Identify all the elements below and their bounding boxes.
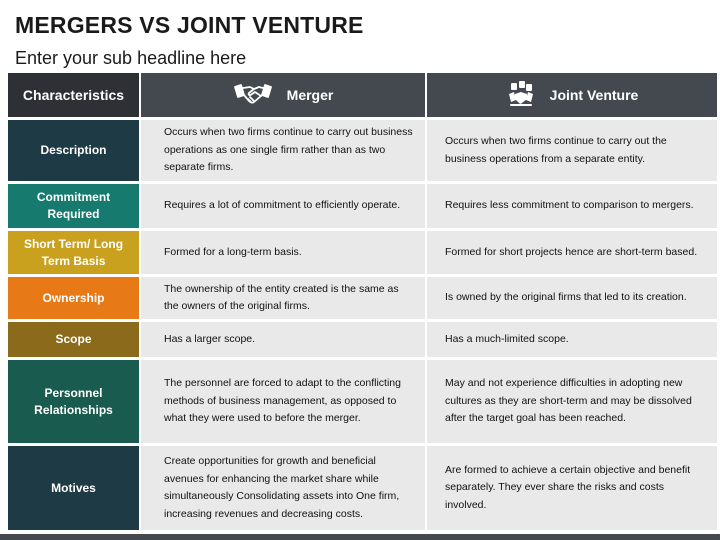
merger-cell-personnel: The personnel are forced to adapt to the… bbox=[141, 360, 425, 443]
merger-personnel-text: The personnel are forced to adapt to the… bbox=[164, 377, 401, 425]
merger-cell-commitment: Requires a lot of commitment to efficien… bbox=[141, 184, 425, 228]
footer-bar bbox=[0, 534, 720, 540]
header-joint-venture-label: Joint Venture bbox=[549, 87, 639, 103]
merger-cell-description: Occurs when two firms continue to carry … bbox=[141, 120, 425, 181]
merger-ownership-text: The ownership of the entity created is t… bbox=[164, 282, 399, 313]
jv-cell-scope: Has a much-limited scope. bbox=[427, 322, 717, 357]
jv-cell-commitment: Requires less commitment to comparison t… bbox=[427, 184, 717, 228]
jv-cell-description: Occurs when two firms continue to carry … bbox=[427, 120, 717, 181]
row-label-term-basis: Short Term/ Long Term Basis bbox=[8, 231, 139, 274]
merger-description-text: Occurs when two firms continue to carry … bbox=[164, 126, 413, 174]
row-label-commitment: Commitment Required bbox=[8, 184, 139, 228]
header-merger: Merger bbox=[141, 73, 425, 117]
merger-motives-text: Create opportunities for growth and bene… bbox=[164, 455, 400, 520]
jv-cell-personnel: May and not experience difficulties in a… bbox=[427, 360, 717, 443]
page-title: MERGERS VS JOINT VENTURE bbox=[15, 12, 364, 38]
jv-personnel-text: May and not experience difficulties in a… bbox=[445, 377, 692, 425]
header-joint-venture: Joint Venture bbox=[427, 73, 717, 117]
merger-commitment-text: Requires a lot of commitment to efficien… bbox=[164, 199, 401, 212]
merger-term-basis-text: Formed for a long-term basis. bbox=[164, 245, 302, 258]
jv-term-basis-text: Formed for short projects hence are shor… bbox=[445, 245, 698, 258]
jv-cell-term-basis: Formed for short projects hence are shor… bbox=[427, 231, 717, 274]
jv-cell-ownership: Is owned by the original firms that led … bbox=[427, 277, 717, 319]
row-label-description: Description bbox=[8, 120, 139, 181]
row-label-personnel: Personnel Relationships bbox=[8, 360, 139, 443]
jv-description-text: Occurs when two firms continue to carry … bbox=[445, 135, 667, 165]
handshake-icon bbox=[233, 82, 273, 108]
merger-cell-motives: Create opportunities for growth and bene… bbox=[141, 446, 425, 530]
page-subtitle: Enter your sub headline here bbox=[15, 48, 247, 68]
merger-cell-ownership: The ownership of the entity created is t… bbox=[141, 277, 425, 319]
jv-ownership-text: Is owned by the original firms that led … bbox=[445, 291, 687, 304]
row-label-scope: Scope bbox=[8, 322, 139, 357]
header-characteristics-label: Characteristics bbox=[22, 87, 125, 103]
merger-scope-text: Has a larger scope. bbox=[164, 332, 256, 345]
jv-motives-text: Are formed to achieve a certain objectiv… bbox=[445, 463, 691, 511]
header-characteristics: Characteristics bbox=[8, 73, 139, 117]
row-label-ownership: Ownership bbox=[8, 277, 139, 319]
merger-cell-scope: Has a larger scope. bbox=[141, 322, 425, 357]
header-merger-label: Merger bbox=[286, 87, 334, 103]
merger-cell-term-basis: Formed for a long-term basis. bbox=[141, 231, 425, 274]
row-label-motives: Motives bbox=[8, 446, 139, 530]
joint-venture-icon bbox=[506, 80, 536, 110]
jv-scope-text: Has a much-limited scope. bbox=[445, 332, 569, 345]
jv-cell-motives: Are formed to achieve a certain objectiv… bbox=[427, 446, 717, 530]
jv-commitment-text: Requires less commitment to comparison t… bbox=[445, 199, 694, 212]
